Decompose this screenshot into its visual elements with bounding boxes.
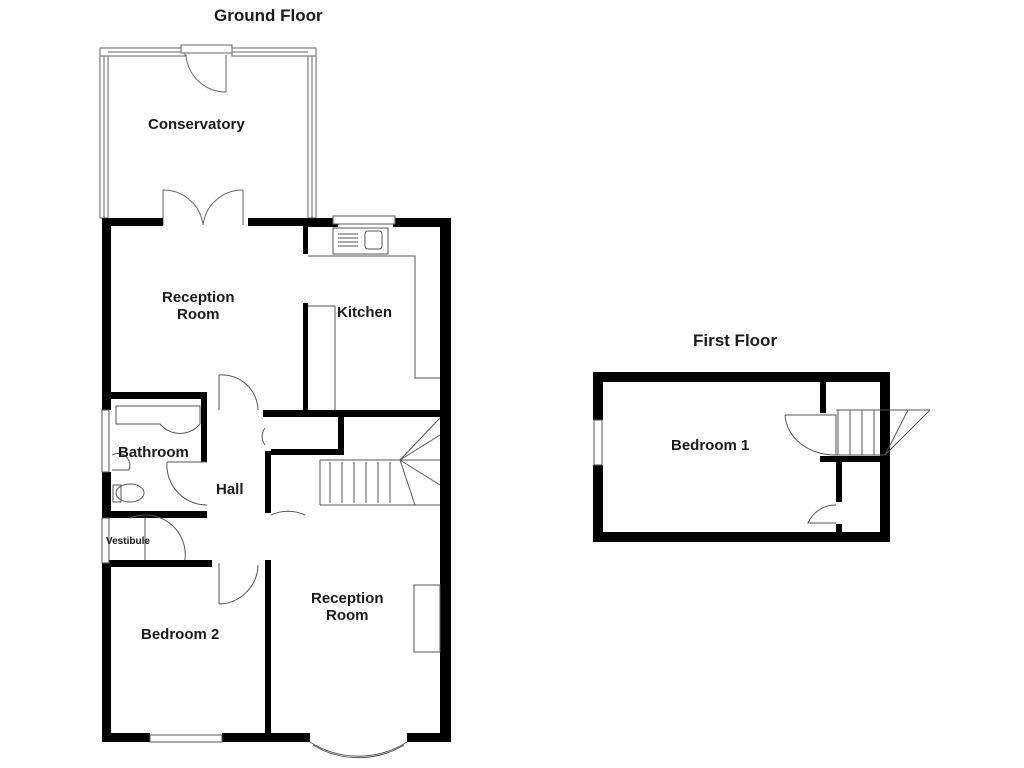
room-label-bedroom-2: Bedroom 2: [141, 626, 220, 643]
french-doors: [162, 189, 244, 226]
room-label-reception-room-front: Reception Room: [311, 590, 384, 625]
first-floor-walls: [593, 372, 890, 542]
room-label-kitchen: Kitchen: [337, 304, 393, 321]
room-label-bedroom-1: Bedroom 1: [671, 437, 750, 454]
room-label-line: Room: [326, 606, 369, 624]
room-label-vestibule: Vestibule: [106, 536, 150, 547]
room-label-hall: Hall: [216, 481, 244, 498]
ground-floor-walls: [102, 218, 451, 742]
room-label-line: Reception: [311, 590, 384, 607]
room-label-reception-room-rear: Reception Room: [162, 289, 235, 324]
room-label-line: Reception: [162, 289, 235, 306]
conservatory-door: [180, 44, 233, 93]
ground-floor-title: Ground Floor: [214, 6, 323, 25]
room-label-conservatory: Conservatory: [148, 116, 245, 133]
first-floor-title: First Floor: [693, 331, 778, 350]
room-label-bathroom: Bathroom: [118, 444, 189, 461]
room-label-line: Room: [177, 305, 220, 323]
